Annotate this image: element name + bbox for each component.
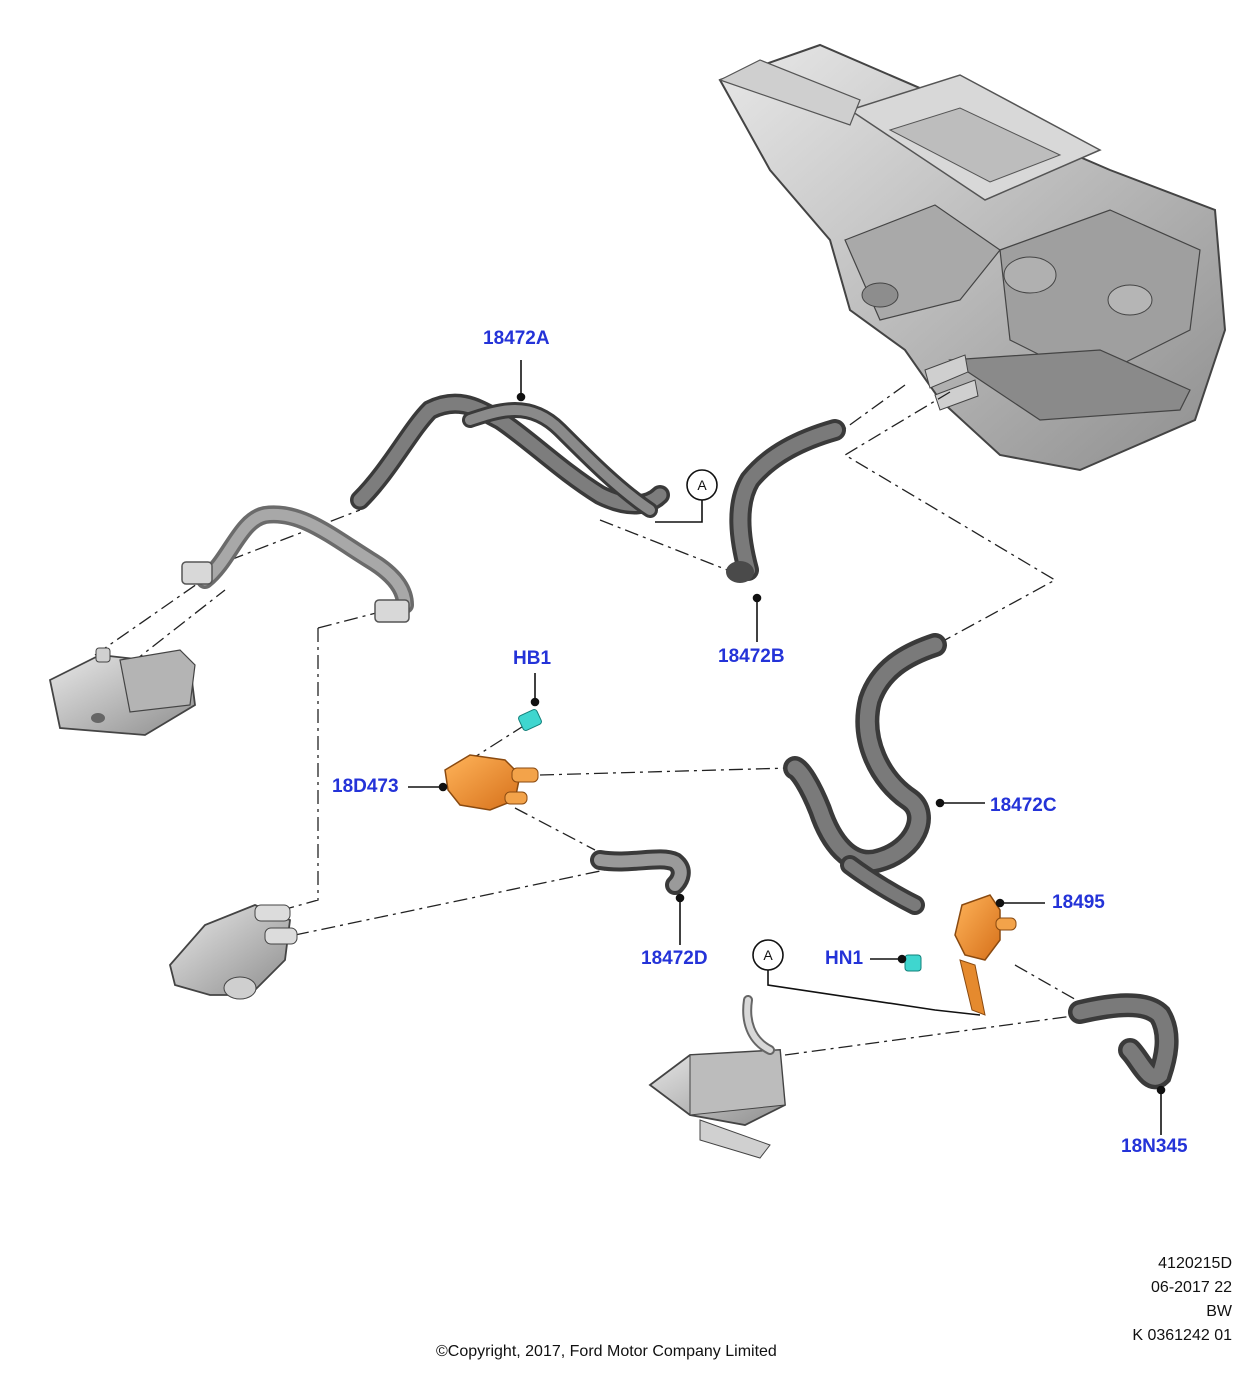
callout-18472C: 18472C: [990, 795, 1057, 816]
hvac-heater-assembly: [718, 43, 1227, 472]
bolt-HN1: [904, 954, 922, 972]
reference-mark-a-lower: A: [752, 939, 784, 971]
callout-18472B: 18472B: [718, 646, 785, 667]
callout-HN1: HN1: [825, 948, 864, 969]
hose-18472C: [783, 633, 947, 915]
hose-18472A: [181, 393, 670, 623]
water-pump-18D473: [444, 754, 539, 811]
callout-18N345: 18N345: [1121, 1136, 1188, 1157]
thermostat-housing: [169, 904, 298, 1000]
hose-18N345: [1068, 993, 1179, 1090]
callout-18495: 18495: [1052, 892, 1105, 913]
callout-18472D: 18472D: [641, 948, 708, 969]
callout-18D473: 18D473: [332, 776, 399, 797]
callout-HB1: HB1: [513, 648, 552, 669]
bolt-HB1: [518, 709, 542, 731]
callout-18472A: 18472A: [483, 328, 550, 349]
hose-18472D: [590, 849, 691, 895]
drawing-id: K 0361242 01: [1132, 1327, 1232, 1344]
valve-18495: [954, 894, 1017, 1016]
drawing-number: 4120215D: [1158, 1255, 1232, 1272]
reference-mark-a-upper: A: [686, 469, 718, 501]
oil-cooler-lower: [648, 995, 786, 1159]
copyright-notice: ©Copyright, 2017, Ford Motor Company Lim…: [436, 1343, 777, 1360]
drawing-reference-block: 4120215D 06-2017 22 BW K 0361242 01: [1132, 1252, 1232, 1348]
drawing-code: BW: [1206, 1303, 1232, 1320]
reference-mark-a-lower-label: A: [763, 947, 773, 963]
leader-lines: [408, 360, 1166, 1135]
heat-exchanger-left: [48, 647, 196, 736]
drawing-date: 06-2017 22: [1151, 1279, 1232, 1296]
reference-mark-a-upper-label: A: [697, 477, 707, 493]
hose-18472B: [726, 419, 846, 583]
